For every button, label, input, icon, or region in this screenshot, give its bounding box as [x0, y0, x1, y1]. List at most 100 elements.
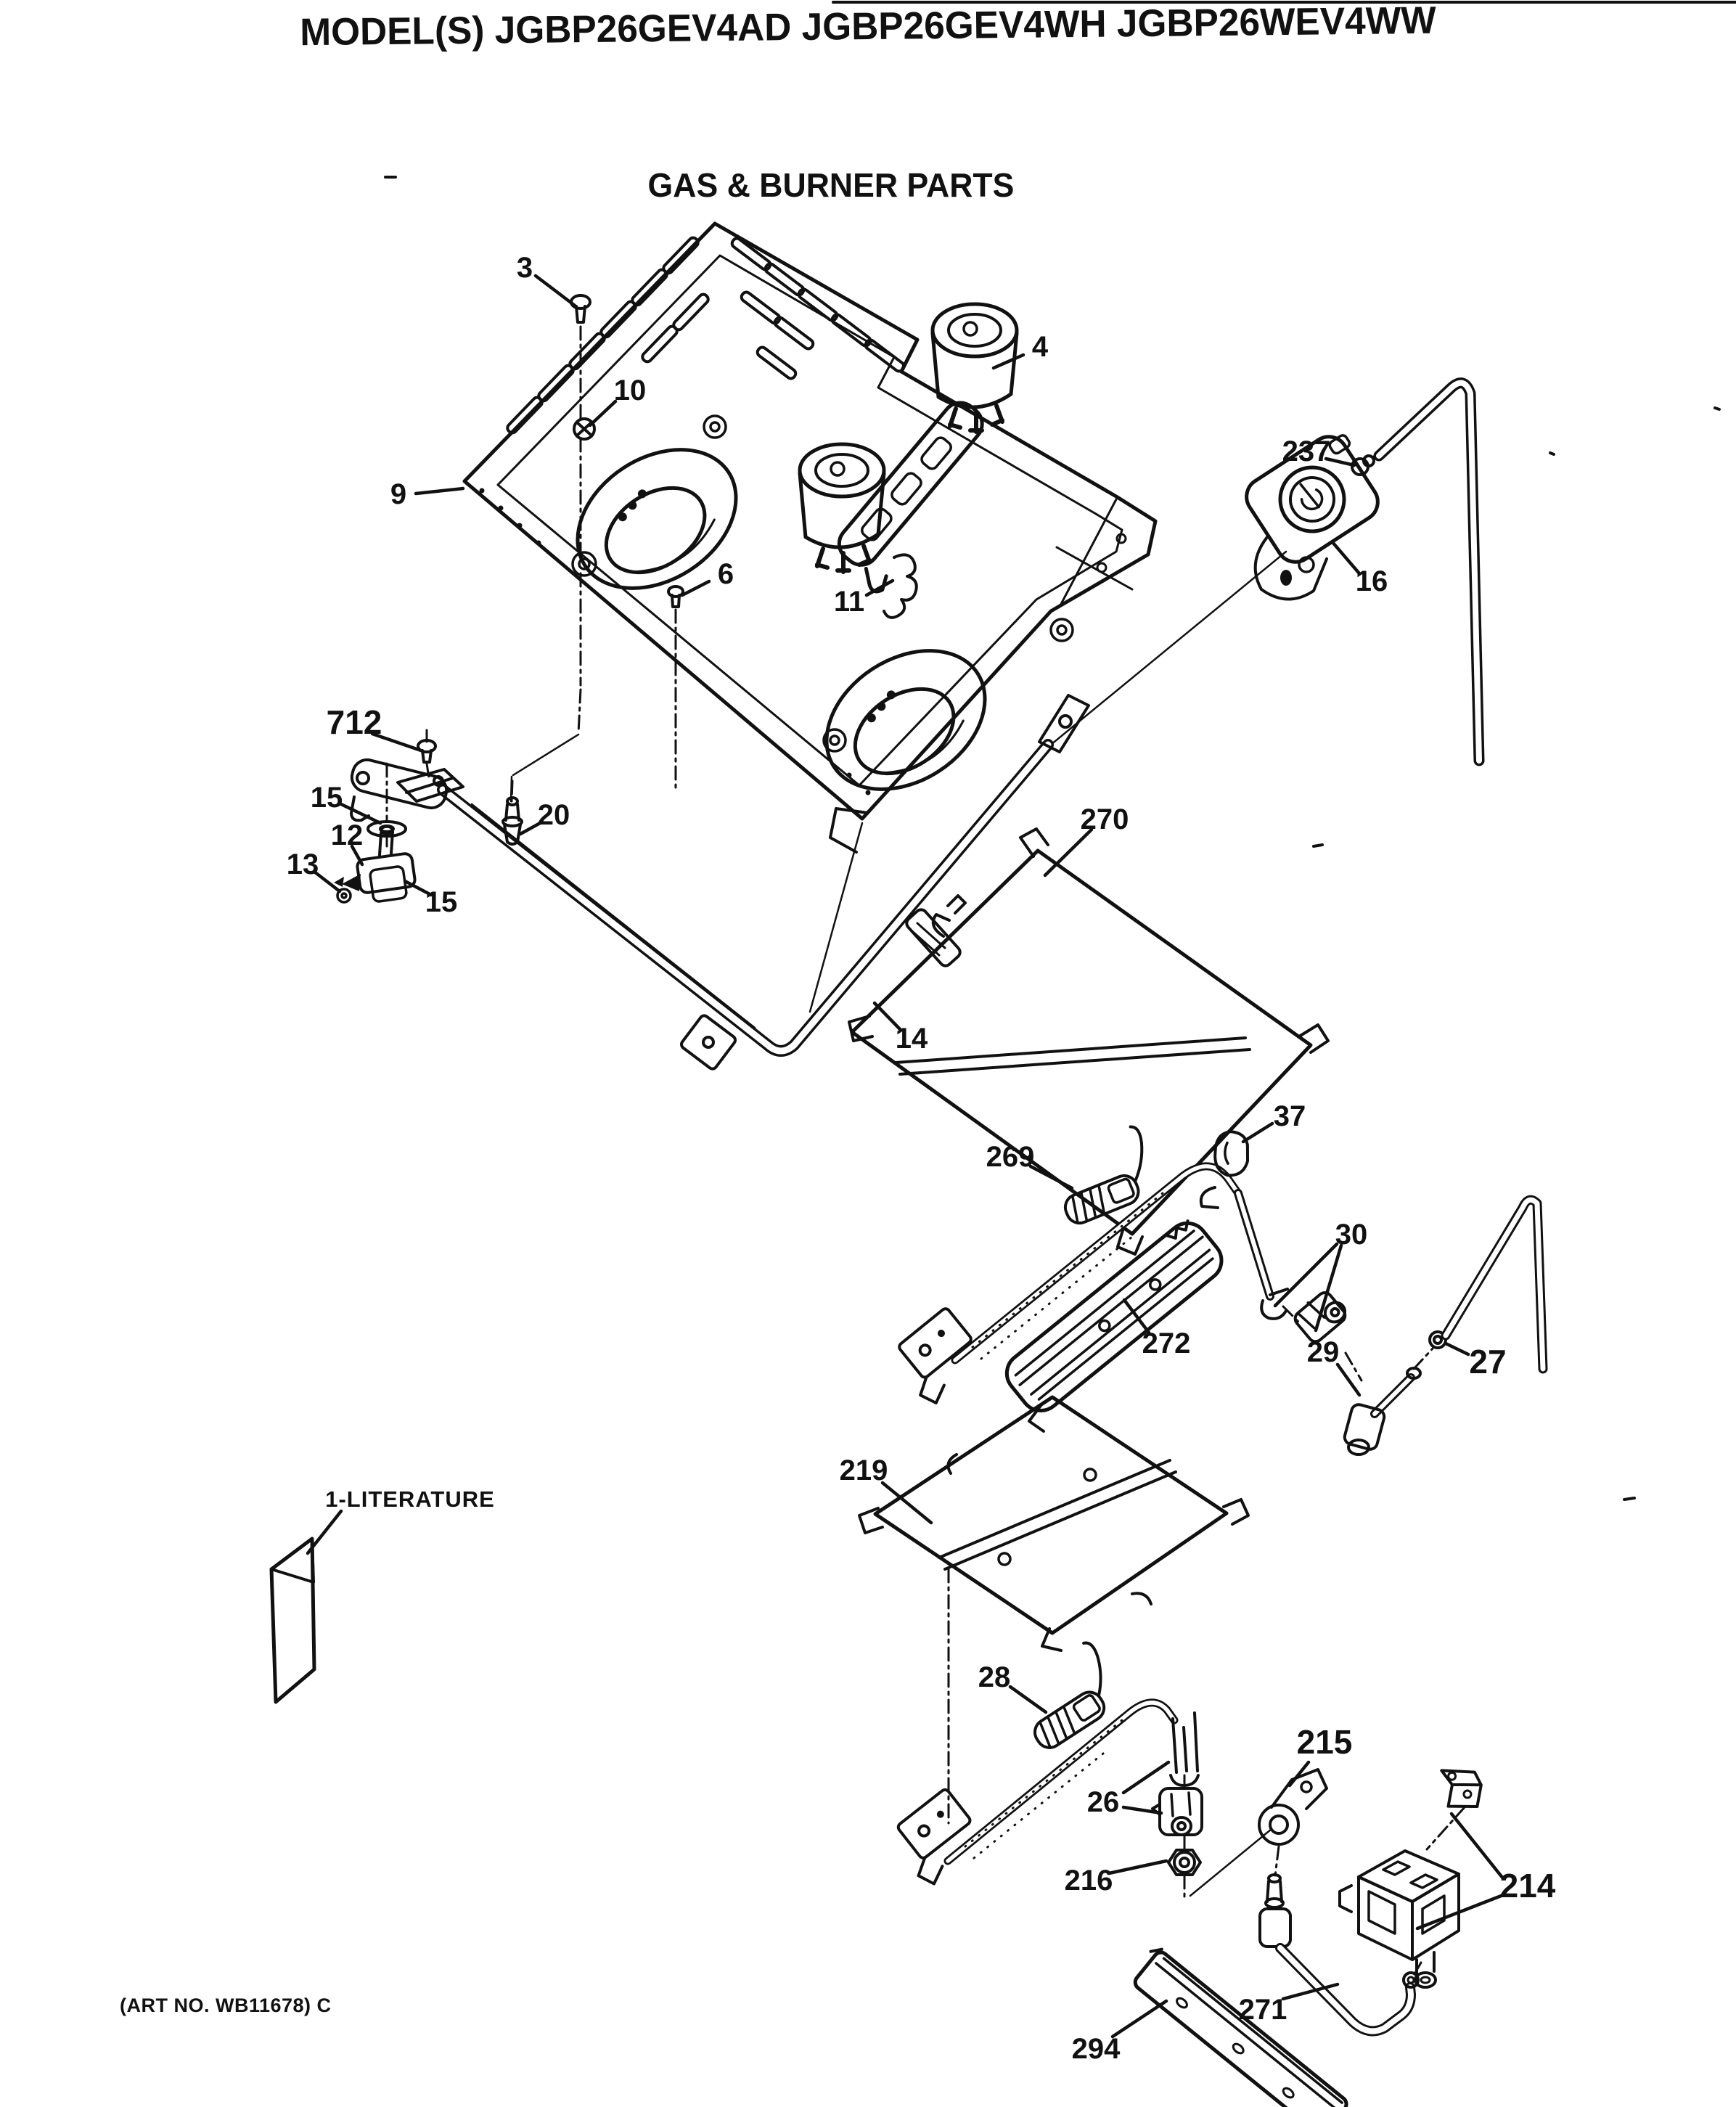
rivet-dots — [479, 488, 871, 795]
leader-line-30 — [1273, 1242, 1339, 1308]
callout-6: 6 — [718, 558, 734, 590]
leader-line-216 — [1107, 1859, 1168, 1875]
burner-bowl-right — [824, 649, 987, 791]
leader-line-6 — [680, 579, 711, 597]
leader-line-1-LITERATURE — [306, 1509, 343, 1555]
callout-37: 37 — [1274, 1100, 1306, 1132]
igniter-28 — [1033, 1641, 1106, 1749]
callout-10: 10 — [614, 375, 647, 406]
leader-line-13 — [312, 870, 342, 893]
burner-272 — [1004, 1219, 1224, 1412]
leader-line-28 — [1008, 1685, 1048, 1714]
callout-1-LITERATURE: 1-LITERATURE — [325, 1486, 495, 1512]
callout-214: 214 — [1500, 1867, 1556, 1905]
leader-line-271 — [1281, 1982, 1340, 2001]
leader-line-37 — [1241, 1121, 1274, 1144]
pressure-regulator — [1245, 434, 1380, 601]
pipe-mid-tab — [679, 1014, 737, 1071]
leader-line-14 — [872, 1001, 902, 1031]
callout-14: 14 — [896, 1023, 928, 1055]
screw-712 — [417, 739, 437, 764]
literature-envelope — [269, 1537, 316, 1704]
deflector-294 — [1133, 1947, 1348, 2107]
callout-4: 4 — [1032, 331, 1049, 363]
callout-3: 3 — [517, 252, 533, 284]
callout-12: 12 — [331, 819, 364, 851]
callout-216: 216 — [1065, 1865, 1113, 1897]
burner-bracket-2 — [896, 1788, 972, 1886]
leader-line-269 — [1028, 1164, 1074, 1190]
callout-27: 27 — [1469, 1343, 1506, 1380]
leader-line-4 — [991, 353, 1025, 370]
leader-line-3 — [533, 274, 577, 308]
shield-plate-270 — [848, 827, 1330, 1256]
callout-712: 712 — [327, 703, 382, 741]
tube-27 — [1441, 1195, 1548, 1374]
callout-272: 272 — [1142, 1327, 1191, 1359]
nut-216 — [1167, 1849, 1202, 1876]
callout-270: 270 — [1081, 803, 1129, 835]
nut-10 — [573, 417, 596, 441]
centerlines — [385, 325, 1466, 1974]
igniter-269 — [1063, 1125, 1144, 1225]
regulator-tube — [1373, 377, 1485, 766]
burner-bowl-left — [576, 448, 738, 590]
burner-cap-left — [798, 442, 886, 574]
callout-215: 215 — [1297, 1723, 1353, 1761]
leader-line-214 — [1415, 1893, 1505, 1931]
callout-269: 269 — [986, 1141, 1035, 1173]
callout-20: 20 — [538, 799, 570, 831]
vent-slots-right — [730, 237, 906, 380]
burner-box — [462, 221, 1158, 854]
leader-line-9 — [414, 486, 465, 496]
leader-line-16 — [1330, 540, 1361, 575]
vent-slots-left — [506, 236, 710, 435]
art-number: (ART NO. WB11678) C — [120, 1995, 332, 2016]
leader-line-215 — [1287, 1760, 1311, 1788]
box-washers — [571, 414, 1074, 753]
venturi-tube-2 — [943, 1698, 1200, 1865]
alignment-lines — [509, 550, 1287, 1897]
riser-elbow-valve — [905, 894, 967, 967]
callout-29: 29 — [1307, 1336, 1340, 1368]
screw-6 — [667, 585, 684, 608]
burner-cap-right — [930, 302, 1019, 434]
leader-line-219 — [880, 1481, 933, 1525]
leader-line-294 — [1110, 1999, 1168, 2039]
ring-13 — [336, 888, 352, 904]
leader-line-30 — [1314, 1243, 1343, 1333]
callout-layer: 3410961123716712151213152014270372693027… — [287, 252, 1556, 2065]
callout-30: 30 — [1335, 1219, 1368, 1251]
gas-tube-271 — [1275, 1943, 1420, 2037]
leader-line-214 — [1449, 1812, 1505, 1881]
callout-219: 219 — [840, 1455, 888, 1486]
callout-11: 11 — [834, 586, 864, 618]
manifold-bracket-left — [350, 758, 464, 822]
shield-plate-219 — [858, 1395, 1250, 1652]
orifice-elbow-29 — [1343, 1367, 1422, 1456]
venturi-tube-1 — [951, 1162, 1289, 1365]
leader-line-12 — [350, 844, 364, 867]
leader-line-11 — [864, 578, 895, 597]
leader-line-26 — [1121, 1760, 1171, 1795]
leader-line-712 — [370, 732, 423, 753]
leader-line-15 — [339, 802, 382, 825]
callout-26: 26 — [1087, 1786, 1120, 1818]
screw-3 — [570, 294, 591, 324]
leader-line-237 — [1324, 457, 1356, 467]
callout-271: 271 — [1239, 1994, 1287, 2026]
leader-line-27 — [1444, 1341, 1470, 1357]
riser-top-bracket — [1038, 694, 1090, 753]
callout-16: 16 — [1356, 565, 1388, 597]
callout-15: 15 — [425, 886, 458, 918]
orifice-271 — [1258, 1873, 1292, 1948]
callout-237: 237 — [1282, 435, 1331, 467]
leader-line-26 — [1121, 1805, 1163, 1815]
keyhole-bracket-215 — [1258, 1768, 1328, 1846]
callout-294: 294 — [1072, 2033, 1121, 2065]
leader-line-270 — [1043, 827, 1094, 877]
module-clip-bracket — [1440, 1769, 1483, 1809]
section-title: GAS & BURNER PARTS — [647, 166, 1015, 204]
